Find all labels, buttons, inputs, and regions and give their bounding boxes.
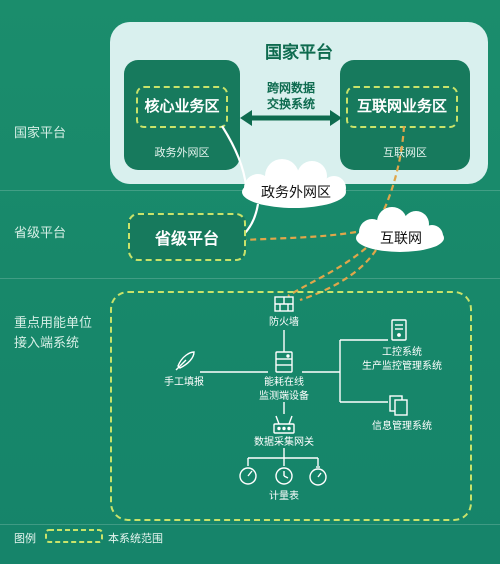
gov-network-cloud	[242, 159, 346, 208]
manual-entry-icon	[175, 351, 195, 371]
stopwatch-meter-icon	[309, 466, 327, 486]
internet-cloud	[356, 207, 444, 252]
provincial-platform-box: 省级平台	[128, 213, 246, 261]
monitoring-device-label-line1: 能耗在线	[264, 377, 304, 388]
industrial-control-label-line1: 工控系统	[382, 347, 422, 358]
internet-to-provincial-link	[243, 230, 357, 242]
enterprise-side-label-line2: 接入端系统	[14, 336, 80, 351]
internet-cloud-label: 互联网	[380, 231, 422, 247]
legend-dashed-sample	[45, 529, 103, 543]
enterprise-links	[200, 330, 388, 466]
manual-entry-label: 手工填报	[164, 377, 204, 388]
industrial-control-icon	[391, 319, 407, 341]
legend-title: 图例	[14, 532, 36, 545]
internet-to-firewall-link-2	[299, 249, 377, 302]
enterprise-side-label-line1: 重点用能单位	[14, 316, 93, 331]
internet-business-zone-label: 互联网业务区	[346, 86, 458, 128]
clock-meter-icon	[275, 467, 293, 485]
gov-to-provincial-link	[243, 203, 260, 235]
section-divider	[0, 278, 500, 279]
national-platform-title: 国家平台	[265, 43, 333, 63]
info-management-label: 信息管理系统	[372, 421, 432, 432]
internet-business-zone	[340, 60, 470, 170]
exchange-arrow	[240, 110, 342, 126]
gov-network-link	[221, 125, 248, 187]
gateway-icon	[273, 415, 295, 434]
internet-zone-network-label: 互联网区	[383, 146, 427, 159]
exchange-system-label-line2: 交换系统	[266, 97, 315, 111]
gov-network-cloud-label: 政务外网区	[261, 185, 331, 201]
industrial-control-label-line2: 生产监控管理系统	[362, 361, 442, 372]
meter-icon	[239, 467, 257, 485]
core-business-zone-label: 核心业务区	[136, 86, 228, 128]
gateway-label: 数据采集网关	[254, 437, 314, 448]
core-business-zone	[124, 60, 240, 170]
provincial-platform-side-label: 省级平台	[14, 226, 67, 241]
monitoring-device-icon	[275, 351, 293, 373]
legend-item-label: 本系统范围	[108, 532, 163, 545]
firewall-label: 防火墙	[269, 317, 299, 328]
enterprise-system-scope	[110, 291, 472, 521]
core-zone-network-label: 政务外网区	[154, 146, 210, 159]
firewall-icon	[274, 296, 294, 312]
exchange-system-label-line1: 跨网数据	[266, 81, 315, 95]
meters-label: 计量表	[269, 491, 299, 502]
document-icon	[389, 395, 408, 416]
monitoring-device-label-line2: 监测端设备	[259, 391, 309, 402]
national-platform-side-label: 国家平台	[14, 126, 67, 141]
section-divider	[0, 524, 500, 525]
